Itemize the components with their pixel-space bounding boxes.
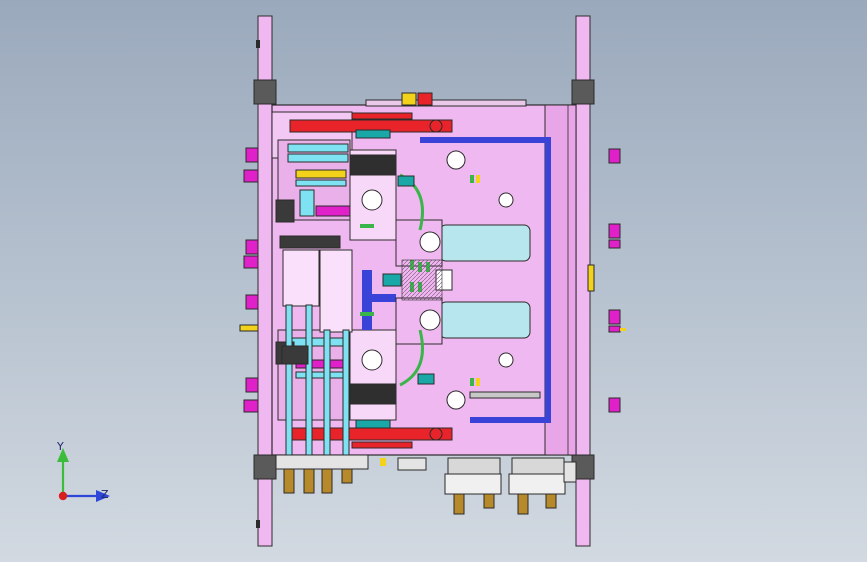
left-fittings bbox=[239, 147, 259, 413]
y-axis-label: Y bbox=[56, 440, 64, 453]
cooling-pipes bbox=[279, 235, 353, 456]
left-lower-slide-block[interactable] bbox=[275, 329, 397, 421]
origin-icon bbox=[58, 491, 68, 501]
bottom-connectors[interactable] bbox=[275, 454, 577, 515]
y-arrow-icon bbox=[57, 448, 69, 462]
left-slide-block[interactable] bbox=[275, 139, 397, 241]
z-axis-label: Z bbox=[101, 488, 109, 501]
top-guide-rods bbox=[289, 92, 453, 139]
z-arrow-icon bbox=[96, 490, 110, 502]
cavity-inserts[interactable] bbox=[395, 150, 531, 410]
gate-hatch bbox=[401, 259, 443, 301]
right-clamp-plate[interactable] bbox=[571, 15, 595, 547]
runner-system bbox=[362, 137, 551, 423]
coordinate-triad: Y Z bbox=[56, 440, 110, 502]
right-fittings bbox=[608, 148, 626, 413]
